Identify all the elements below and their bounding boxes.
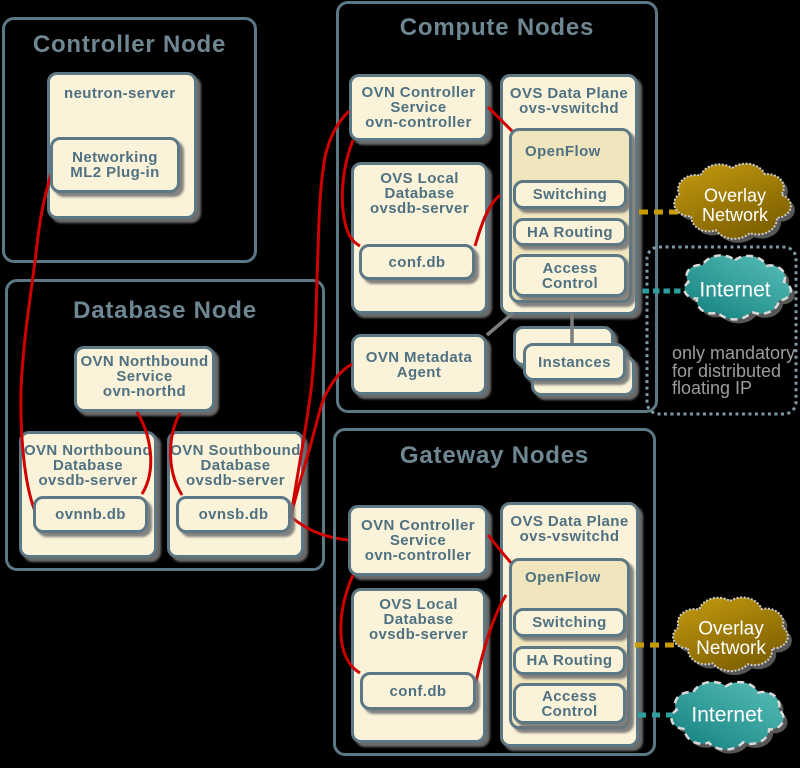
svg-text:Overlay: Overlay	[704, 186, 766, 206]
svg-text:for distributed: for distributed	[672, 361, 781, 381]
svg-text:Network: Network	[696, 638, 766, 659]
svg-text:only mandatory: only mandatory	[672, 343, 795, 363]
svg-text:Overlay: Overlay	[698, 619, 764, 640]
svg-text:Network: Network	[702, 205, 769, 225]
svg-text:floating IP: floating IP	[672, 378, 752, 398]
svg-text:Internet: Internet	[699, 279, 770, 302]
svg-text:Internet: Internet	[691, 704, 762, 727]
